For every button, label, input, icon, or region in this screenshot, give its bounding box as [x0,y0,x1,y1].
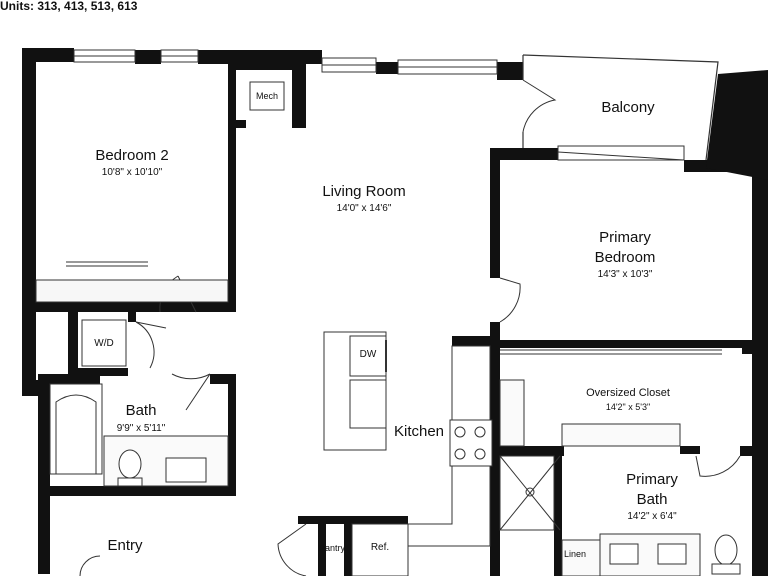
kitchen-counter [351,345,493,576]
wd-label: W/D [94,338,114,349]
bathtub [49,383,103,475]
primary-bedroom-name-line2: Bedroom [594,249,656,266]
living-room-name: Living Room [322,183,406,200]
entry-name: Entry [107,537,143,554]
doors [79,79,741,576]
windows [73,49,685,161]
primary-bedroom-name-line1: Primary [599,229,651,246]
mech-label: Mech [255,91,279,101]
balcony-name: Balcony [601,99,655,116]
pantry-label: Pantry [318,543,346,553]
ref-label: Ref. [370,542,390,553]
primary-closet [499,349,722,447]
washer-dryer [81,319,127,367]
bedroom2-size: 10'8" x 10'10" [101,167,163,178]
bedroom2-closet [35,261,229,303]
closet-name: Oversized Closet [586,387,670,399]
kitchen-island [323,331,387,451]
dw-label: DW [359,349,377,360]
primary-bath-name-line2: Bath [636,491,668,508]
bath-size: 9'9" x 5'11" [116,423,166,434]
linen-label: Linen [563,549,587,559]
living-room-size: 14'0" x 14'6" [336,203,392,214]
bedroom2-name: Bedroom 2 [95,147,169,164]
balcony-outline [522,54,719,161]
bath-name: Bath [125,402,157,419]
walls [22,48,768,576]
mech-box [249,81,285,111]
bath-fixtures [103,435,229,487]
shower [499,455,561,531]
units-header: Units: 313, 413, 513, 613 [0,0,138,13]
primary-bath-name-line1: Primary [626,471,678,488]
primary-bedroom-size: 14'3" x 10'3" [597,269,653,280]
closet-size: 14'2" x 5'3" [605,402,651,412]
primary-bath-fixtures [561,533,741,576]
kitchen-name: Kitchen [393,423,445,440]
primary-bath-size: 14'2" x 6'4" [627,511,677,522]
